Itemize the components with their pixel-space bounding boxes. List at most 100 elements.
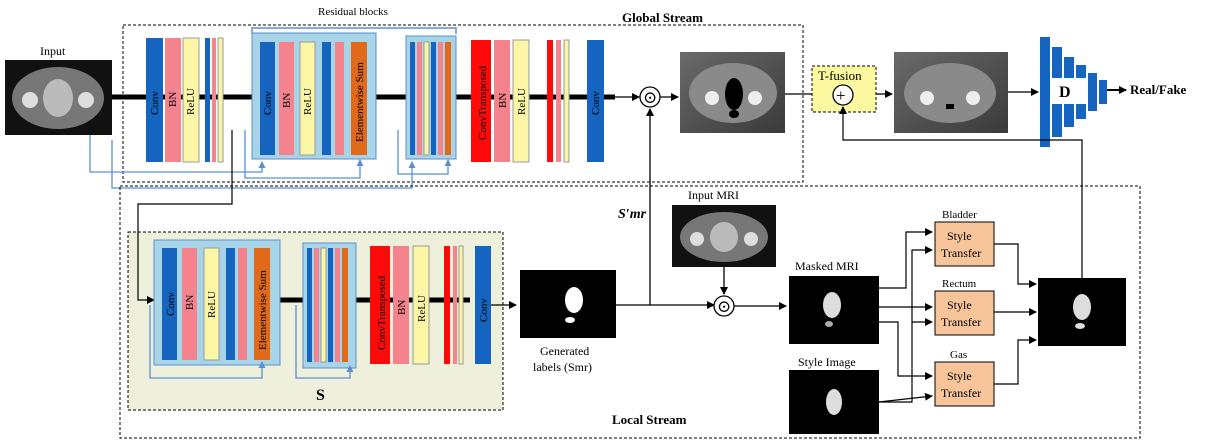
gen-label-blob (565, 287, 583, 313)
g-bn1-label: BN (167, 92, 179, 107)
skip-3 (244, 130, 364, 179)
s-convt-text: ConvTransposed (376, 275, 388, 350)
g-res1-conv (260, 42, 275, 155)
g-relu1 (182, 37, 200, 163)
g-res1-sum-label: Elementwise Sum (354, 62, 366, 142)
input-mri-local-center (710, 222, 738, 252)
s-bn2 (238, 248, 247, 360)
g-thin3 (217, 37, 224, 163)
s-res2-c (320, 247, 327, 363)
gas-transfer-text: Transfer (941, 386, 981, 400)
s-relu2-text: ReLU (416, 295, 428, 322)
combined-blob2 (1075, 323, 1085, 329)
s-mr-prime-label: S′mr (618, 207, 647, 222)
gen-label-blob2 (565, 317, 575, 323)
s-conv1 (162, 248, 177, 360)
skip-2 (111, 140, 416, 189)
global-to-local-link (137, 130, 233, 304)
g-res2-a (410, 42, 415, 155)
ct1-organ2 (729, 110, 739, 118)
s-bn3-text: BN (396, 300, 408, 315)
g-thin5 (556, 40, 561, 162)
real-fake-label: Real/Fake (1130, 82, 1187, 97)
g-conv-out (587, 40, 604, 162)
tfusion-label: T-fusion (818, 68, 862, 83)
s-res2-b (314, 248, 319, 362)
g-res1-conv2 (322, 42, 331, 155)
rectum-transfer-text: Transfer (941, 315, 981, 329)
s-thin3 (458, 245, 464, 365)
d-label: D (1059, 84, 1071, 101)
ct1-organ (725, 78, 743, 110)
rectum-style-text: Style (947, 298, 972, 312)
g-res2-c (423, 41, 430, 156)
g-bn1 (165, 38, 181, 162)
generated-labels-text-2: labels (Smr) (533, 360, 592, 374)
style-to-gas (878, 392, 933, 403)
input-mri-local-hip-l (690, 232, 704, 246)
residual-blocks-label: Residual blocks (318, 6, 388, 18)
tfusion-plus-circle (832, 84, 854, 106)
generated-labels-text-1: Generated (540, 344, 589, 358)
s-thin2 (453, 246, 457, 364)
s-sum-text: Elementwise Sum (257, 270, 269, 350)
s-bn1-text: BN (184, 295, 196, 310)
g-relu2 (512, 39, 530, 163)
d-layer-1 (1040, 37, 1050, 147)
g-thin6 (563, 39, 570, 163)
bladder-to-out (994, 243, 1037, 288)
tfusion-plus: + (836, 86, 846, 105)
g-thin1 (205, 38, 210, 162)
skip-4 (397, 130, 452, 175)
skip-1 (89, 135, 266, 173)
s-label: S (316, 387, 325, 404)
ct2-gas (946, 104, 954, 109)
s-res2-d (328, 248, 333, 362)
g-res2-d (431, 42, 436, 155)
g-res1-conv-label: Conv (262, 91, 274, 115)
g-thin2 (212, 38, 216, 162)
s-bn3 (393, 246, 409, 364)
ct1-bone-l (705, 91, 719, 105)
s-res2-a (307, 248, 312, 362)
gas-to-out (994, 336, 1037, 385)
local-stream-box (119, 185, 1141, 439)
g-thin4 (547, 40, 553, 162)
g-res1-bn-label: BN (281, 93, 293, 108)
ct2-body (904, 63, 996, 123)
ct1-bone-r (748, 91, 762, 105)
style-image-label: Style Image (798, 355, 856, 369)
residual-bracket (251, 27, 457, 34)
g-res2-e (438, 42, 443, 155)
input-mri-label: Input MRI (688, 188, 739, 202)
g-convt-label: ConvTransposed (477, 65, 489, 140)
g-res1-relu-label: ReLU (302, 88, 314, 115)
input-mri-local-hip-r (744, 232, 758, 246)
input-label: Input (40, 44, 66, 58)
s-res2-e (335, 248, 340, 362)
s-conv-out (475, 246, 491, 364)
masked-mri-blob (823, 292, 841, 318)
input-mri-hip-r (78, 92, 94, 108)
g-mult-symbol: ⊙ (643, 88, 657, 107)
s-skip-2 (295, 305, 354, 379)
gas-style-transfer (934, 361, 995, 407)
s-relu1-text: ReLU (206, 291, 218, 318)
g-conv1-label: Conv (149, 91, 161, 115)
local-mult-symbol: ⊙ (717, 297, 731, 316)
gas-label: Gas (950, 349, 967, 361)
g-convt (471, 40, 491, 162)
s-conv1-text: Conv (165, 292, 177, 316)
s-conv-out-text: Conv (478, 298, 490, 322)
input-mri-center (43, 79, 73, 117)
s-bn1 (182, 248, 197, 360)
g-res2-b (417, 42, 422, 155)
s-res2-f (342, 248, 348, 362)
masked-to-gas (879, 321, 933, 380)
local-to-tfusion (839, 106, 1083, 278)
g-res1-bn2 (335, 42, 344, 155)
bladder-label: Bladder (942, 209, 977, 221)
combined-blob (1073, 294, 1091, 320)
global-stream-box (122, 24, 804, 183)
